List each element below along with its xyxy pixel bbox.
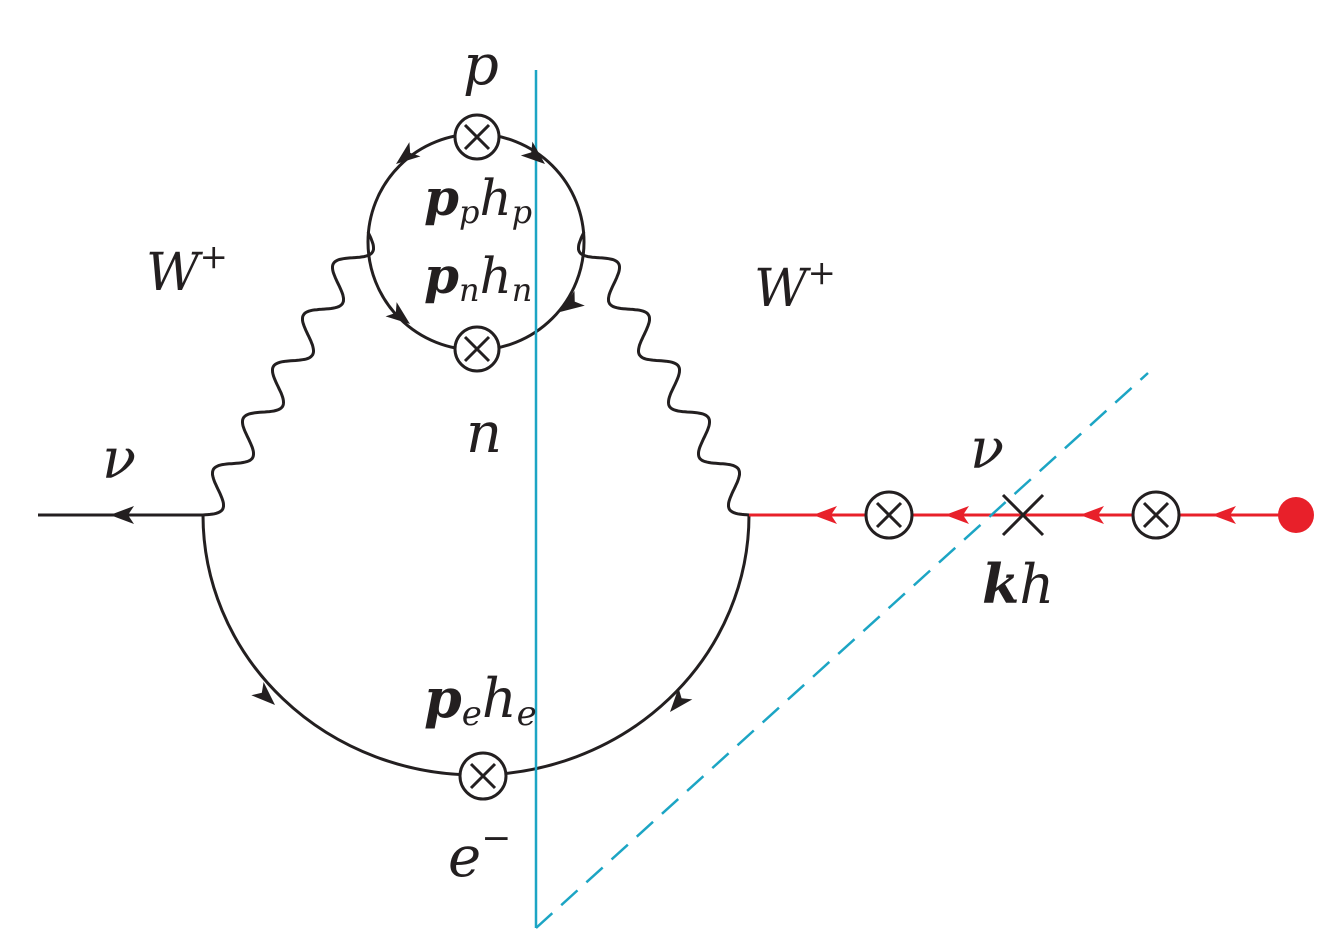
arrowhead-icons (110, 141, 1236, 712)
arrowhead-icon (560, 290, 585, 312)
arrowhead-icon (1212, 506, 1236, 524)
arrowhead-icon (385, 302, 410, 324)
diagonal-cut-line (535, 372, 1149, 929)
w-boson-left-line (202, 231, 375, 517)
neutron-label: n (466, 401, 502, 466)
circled-times-icon (1131, 490, 1181, 540)
filled-dot-icon (1278, 497, 1314, 533)
w-boson-right-label: W+ (754, 253, 836, 319)
neutron-momentum-label: pnhn (424, 246, 532, 309)
arrowhead-icon (670, 687, 693, 712)
cross-mark-icon (1001, 493, 1045, 537)
circled-times-icon (458, 751, 508, 801)
neutrino-right-label: ν (970, 417, 1004, 482)
neutrino-momentum-label: kh (982, 552, 1054, 616)
arrowhead-icon (520, 141, 545, 164)
w-boson-right-line (577, 231, 750, 517)
circled-times-icon (453, 325, 501, 373)
neutrino-left-label: ν (102, 427, 136, 492)
circled-times-icon (864, 490, 914, 540)
electron-propagator-arc (201, 514, 751, 777)
arrowhead-icon (251, 682, 275, 705)
w-boson-left-label: W+ (146, 237, 228, 303)
proton-momentum-label: pphp (424, 168, 532, 231)
circled-times-icon (453, 113, 501, 161)
arrowhead-icon (1080, 506, 1104, 524)
arrowhead-icon (945, 506, 969, 524)
electron-momentum-label: pehe (424, 666, 537, 734)
arrowhead-icon (813, 506, 837, 524)
proton-label: p (463, 33, 499, 98)
arrowhead-icon (396, 142, 421, 164)
arrowhead-icon (110, 506, 134, 524)
electron-label: e− (448, 818, 511, 890)
